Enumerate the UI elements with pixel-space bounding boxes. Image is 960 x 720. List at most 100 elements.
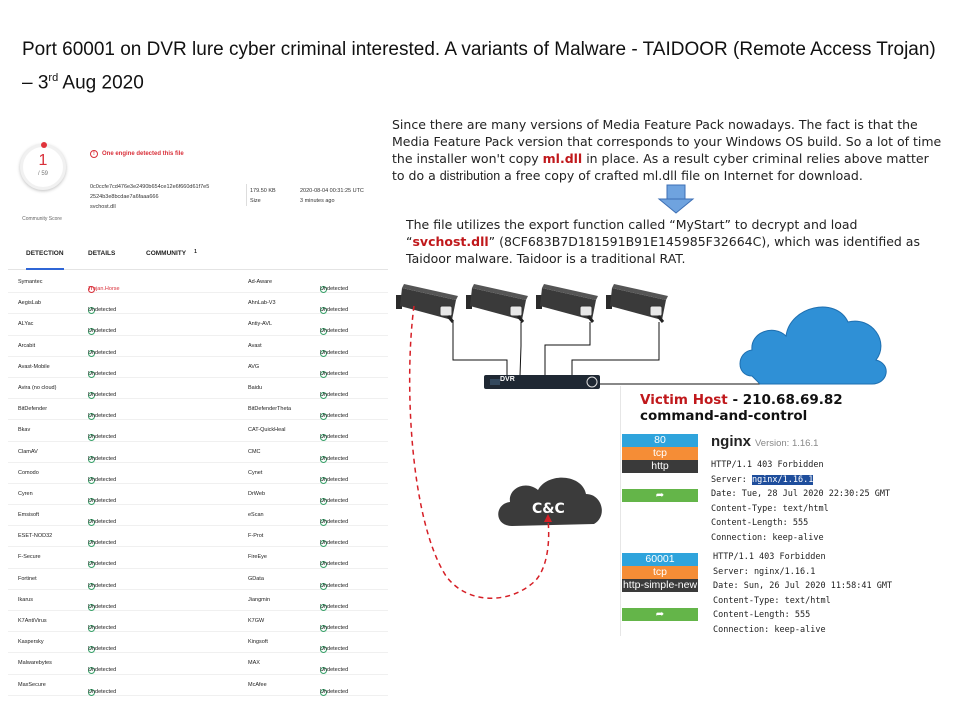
cctv-camera-icon — [536, 284, 598, 323]
engine-name: Arcabit — [18, 342, 36, 349]
engine-name: Kaspersky — [18, 639, 44, 646]
virustotal-report: 1 / 59 Community Score !One engine detec… — [8, 134, 388, 714]
service-name: http — [622, 460, 698, 473]
file-name: svchost.dll — [90, 204, 116, 210]
alert-icon: ! — [88, 286, 95, 293]
cctv-camera-icon — [606, 284, 668, 323]
camera-wiring — [452, 322, 761, 385]
alert-icon: ! — [90, 150, 98, 158]
engine-name: Emsisoft — [18, 512, 40, 519]
engine-name: Avira (no cloud) — [18, 384, 57, 391]
engine-name: K7AntiVirus — [18, 618, 47, 624]
check-icon: ✓ — [88, 582, 95, 590]
engine-name: ESET-NOD32 — [18, 533, 53, 540]
check-icon: ✓ — [88, 455, 95, 463]
check-icon: ✓ — [88, 476, 95, 484]
engine-name: Avast-Mobile — [18, 363, 50, 370]
engine-name: Comodo — [18, 469, 39, 476]
community-score-label: Community Score — [22, 216, 62, 222]
check-icon: ✓ — [88, 540, 95, 548]
check-icon: ✓ — [320, 307, 327, 315]
check-icon: ✓ — [88, 307, 95, 315]
check-icon: ✓ — [320, 434, 327, 442]
engine-name: AegisLab — [18, 300, 41, 307]
check-icon: ✓ — [88, 413, 95, 421]
check-icon: ✓ — [320, 349, 327, 357]
check-icon: ✓ — [320, 391, 327, 399]
port-number: 60001 — [622, 553, 698, 566]
check-icon: ✓ — [88, 688, 95, 696]
down-arrow-icon — [657, 184, 695, 214]
check-icon: ✓ — [88, 646, 95, 654]
check-icon: ✓ — [320, 476, 327, 484]
port-protocol: tcp — [622, 566, 698, 579]
service-60001[interactable]: 60001 tcp http-simple-new — [622, 553, 698, 592]
check-icon: ✓ — [320, 667, 327, 675]
tab-details[interactable]: DETAILS — [88, 250, 116, 257]
file-hash[interactable]: 0c0ccfe7cd476e3e2490b654ce12e6f660d61f7e… — [90, 182, 250, 212]
shodan-panel — [620, 386, 882, 636]
engine-name: Antiy-AVL — [248, 321, 273, 328]
check-icon: ✓ — [88, 497, 95, 505]
check-icon: ✓ — [320, 582, 327, 590]
check-icon: ✓ — [88, 561, 95, 569]
engine-name: McAfee — [248, 681, 267, 688]
victim-host-title: Victim Host - 210.68.69.82 command-and-c… — [640, 392, 843, 424]
slide-title: Port 60001 on DVR lure cyber criminal in… — [22, 39, 936, 94]
engine-name: Ikarus — [18, 596, 33, 603]
check-icon: ✓ — [320, 497, 327, 505]
check-icon: ✓ — [320, 646, 327, 654]
check-icon: ✓ — [320, 286, 327, 293]
check-icon: ✓ — [88, 434, 95, 442]
check-icon: ✓ — [320, 519, 327, 527]
share-icon[interactable]: ➦ — [622, 608, 698, 621]
engine-name: CAT-QuickHeal — [248, 427, 286, 434]
check-icon: ✓ — [320, 455, 327, 463]
engine-name: AhnLab-V3 — [248, 300, 276, 307]
engine-name: Cynet — [248, 469, 263, 476]
engine-name: FireEye — [248, 554, 267, 561]
share-icon[interactable]: ➦ — [622, 489, 698, 502]
article-paragraph-2: The file utilizes the export function ca… — [406, 217, 920, 266]
check-icon: ✓ — [320, 561, 327, 569]
cctv-camera-icon — [396, 284, 458, 323]
article-paragraph-1: Since there are many versions of Media F… — [392, 117, 942, 183]
engine-name: K7GW — [248, 618, 265, 624]
check-icon: ✓ — [320, 370, 327, 378]
engine-name: BitDefenderTheta — [248, 406, 292, 413]
check-icon: ✓ — [88, 667, 95, 675]
cc-label: C&C — [532, 501, 565, 517]
engine-name: F-Secure — [18, 554, 41, 561]
tab-detection[interactable]: DETECTION — [26, 250, 64, 270]
check-icon: ✓ — [88, 625, 95, 632]
check-icon: ✓ — [88, 328, 95, 336]
engine-name: Bkav — [18, 427, 31, 434]
engine-name: Ad-Aware — [248, 279, 273, 285]
engine-name: F-Prot — [248, 533, 264, 540]
engine-name: MaxSecure — [18, 681, 46, 688]
check-icon: ✓ — [320, 625, 327, 632]
check-icon: ✓ — [320, 688, 327, 696]
service-80[interactable]: 80 tcp http — [622, 434, 698, 473]
